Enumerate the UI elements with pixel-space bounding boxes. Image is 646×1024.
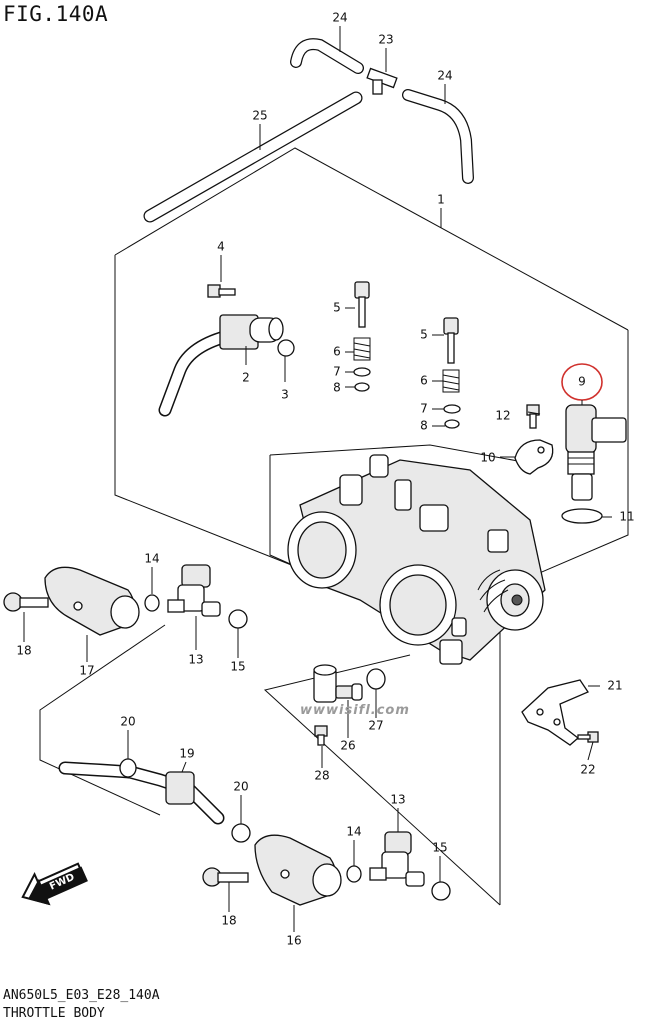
throttle-body (287, 454, 546, 665)
adjuster-set-left (353, 281, 371, 392)
fuel-hose-19 (58, 758, 251, 843)
t-joint-23 (366, 67, 398, 95)
callout-8: 8 (420, 419, 428, 433)
injector-13-upper (167, 564, 221, 617)
callout-22: 22 (580, 763, 595, 777)
callout-20: 20 (233, 780, 248, 794)
injector-set-lower (202, 831, 451, 906)
callout-labels: 24 23 24 25 1 4 2 3 5 6 7 8 5 6 7 8 9 12… (16, 11, 634, 948)
sensor-2-assembly (158, 284, 295, 417)
injector-13-lower (369, 831, 425, 887)
ring-15-lower (431, 881, 451, 901)
callout-14: 14 (144, 552, 159, 566)
callout-26: 26 (340, 739, 355, 753)
callout-18: 18 (16, 644, 31, 658)
o-ring-11 (561, 508, 603, 524)
callout-11: 11 (619, 510, 634, 524)
breather-hoses (143, 38, 474, 223)
screw-28 (314, 725, 328, 746)
callout-5: 5 (420, 328, 428, 342)
ring-14-upper (144, 594, 160, 612)
sensor-9-assembly (514, 404, 627, 524)
adjuster-set-right (442, 317, 461, 429)
callout-7: 7 (333, 365, 341, 379)
callout-5: 5 (333, 301, 341, 315)
callout-13: 13 (188, 653, 203, 667)
callout-10: 10 (480, 451, 495, 465)
injector-set-upper (3, 564, 248, 636)
callout-12: 12 (495, 409, 510, 423)
callout-18: 18 (221, 914, 236, 928)
screw-4 (207, 284, 236, 298)
callout-8: 8 (333, 381, 341, 395)
callout-15: 15 (432, 841, 447, 855)
bracket-21 (521, 679, 599, 746)
callout-20: 20 (120, 715, 135, 729)
callout-21: 21 (607, 679, 622, 693)
watermark-text: wwwisifl.com (300, 703, 410, 718)
callout-6: 6 (333, 345, 341, 359)
callout-19: 19 (179, 747, 194, 761)
callout-14: 14 (346, 825, 361, 839)
ring-14-lower (346, 865, 362, 883)
bolt-18-lower (202, 867, 249, 887)
callout-9: 9 (578, 375, 586, 389)
leader-lines (23, 26, 612, 932)
ring-15-upper (228, 609, 248, 629)
forward-arrow-icon: FWD (21, 862, 88, 906)
footer-title: THROTTLE BODY (3, 1006, 105, 1021)
screw-12 (526, 404, 540, 429)
callout-28: 28 (314, 769, 329, 783)
ring-20-lower (231, 823, 251, 843)
callout-1: 1 (437, 193, 445, 207)
callout-16: 16 (286, 934, 301, 948)
figure-title: FIG.140A (3, 2, 109, 26)
callout-23: 23 (378, 33, 393, 47)
callout-27: 27 (368, 719, 383, 733)
callout-7: 7 (420, 402, 428, 416)
callout-6: 6 (420, 374, 428, 388)
callout-24: 24 (332, 11, 347, 25)
callout-2: 2 (242, 371, 250, 385)
callout-13: 13 (390, 793, 405, 807)
bolt-18-upper (3, 592, 49, 612)
bracket-10 (514, 439, 554, 475)
callout-15: 15 (230, 660, 245, 674)
o-ring-27 (366, 668, 386, 690)
bolt-22 (577, 731, 599, 743)
callout-3: 3 (281, 388, 289, 402)
callout-4: 4 (217, 240, 225, 254)
fitting-26-assembly (313, 664, 386, 746)
callout-25: 25 (252, 109, 267, 123)
footer-code: AN650L5_E03_E28_140A (3, 988, 160, 1003)
callout-17: 17 (79, 664, 94, 678)
o-ring-3 (277, 339, 295, 357)
ring-20-upper (119, 758, 137, 778)
callout-24: 24 (437, 69, 452, 83)
